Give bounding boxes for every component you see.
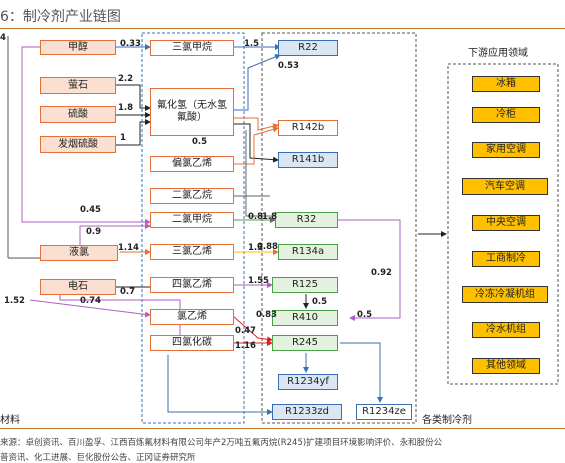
flow-label: 1.8 [118,103,134,113]
flow-label: 0.8 [248,212,264,222]
node-r142b: R142b [278,120,338,136]
refrigerant-region-box [261,32,417,424]
node-r125: R125 [272,277,338,293]
node-hydrogen-fluoride: 氟化氢（无水氢氟酸） [150,88,234,136]
app-freezer: 冷柜 [472,107,540,123]
flow-label: 0.47 [235,326,256,336]
app-home-ac: 家用空调 [472,142,540,158]
flow-label: 0.88 [257,242,278,252]
node-r245: R245 [272,335,338,351]
flow-label: 1.14 [118,243,139,253]
flow-label: 0.5 [357,310,373,320]
node-r1234yf: R1234yf [278,374,338,390]
app-car-ac: 汽车空调 [462,178,548,195]
node-r410: R410 [272,310,338,326]
hf-label: 氟化氢（无水氢氟酸） [157,100,227,123]
app-refrigerator: 冰箱 [472,76,540,92]
node-liquid-chlorine: 液氯 [40,245,118,261]
node-fluorspar: 萤石 [40,77,116,94]
node-r134a: R134a [278,244,338,260]
node-r1233zd: R1233zd [272,404,342,420]
caption-refrigerants: 各类制冷剂 [422,415,472,426]
flow-label: 0.83 [256,310,277,320]
mid-region-box [141,32,245,424]
bottom-rule [0,428,565,429]
app-region-box [447,63,559,385]
flow-label: 0.92 [371,268,392,278]
flow-label: 1.52 [4,296,25,306]
flow-label: 2.2 [118,74,134,84]
node-sulfuric-acid: 硫酸 [40,106,116,123]
app-commercial-refrigeration: 工商制冷 [472,251,540,267]
apps-header: 下游应用领域 [468,48,528,59]
app-others: 其他领域 [472,358,540,374]
node-calcium-carbide: 电石 [40,279,116,295]
node-r1234ze: R1234ze [356,404,412,420]
node-trichloromethane: 三氯甲烷 [150,40,234,56]
flow-label: 1.3 [248,243,264,253]
node-r141b: R141b [278,152,338,168]
caption-materials: 材料 [0,415,20,426]
flow-label: 1.8 [262,212,278,222]
node-vinylidene-chloride: 偏氯乙烯 [150,156,234,172]
app-condensing-unit: 冷冻冷凝机组 [462,286,548,303]
node-r22: R22 [278,40,338,56]
node-tetrachloroethylene: 四氯乙烯 [150,277,234,293]
node-dichloroethane: 二氯乙烷 [150,188,234,204]
app-chiller: 冷水机组 [472,322,540,338]
node-methanol: 甲醇 [40,40,116,55]
flow-label: 0.74 [80,296,101,306]
flow-label: 1 [120,133,126,143]
node-trichloroethylene: 三氯乙烯 [150,244,234,260]
flow-label: 1.5 [244,39,260,49]
node-dichloromethane: 二氯甲烷 [150,212,234,228]
flow-label: 4 [0,33,6,43]
flow-label: 0.33 [120,39,141,49]
flow-label: 1.16 [235,341,256,351]
flow-label: 0.5 [192,137,208,147]
title-rule [0,28,565,29]
flow-label: 1.55 [248,276,269,286]
flow-label: 0.5 [312,297,328,307]
flow-label: 0.7 [120,287,136,297]
app-central-ac: 中央空调 [472,215,540,231]
figure-title: 6：制冷剂产业链图 [0,9,121,25]
node-oleum: 发烟硫酸 [40,136,116,153]
flow-label: 0.9 [86,227,102,237]
flow-label: 0.45 [80,205,101,215]
node-vinyl-chloride: 氯乙烯 [150,309,234,325]
flow-label: 0.53 [278,61,299,71]
source-line-2: 普资讯、化工进展、巨化股份公告、正冈证券研究所 [0,453,196,463]
node-r32: R32 [275,212,338,228]
node-carbon-tetrachloride: 四氯化碳 [150,335,234,351]
source-line-1: 来源：卓创资讯、百川盈孚、江西百炼氟材料有限公司年产2万吨五氟丙烷(R245)扩… [0,438,443,448]
